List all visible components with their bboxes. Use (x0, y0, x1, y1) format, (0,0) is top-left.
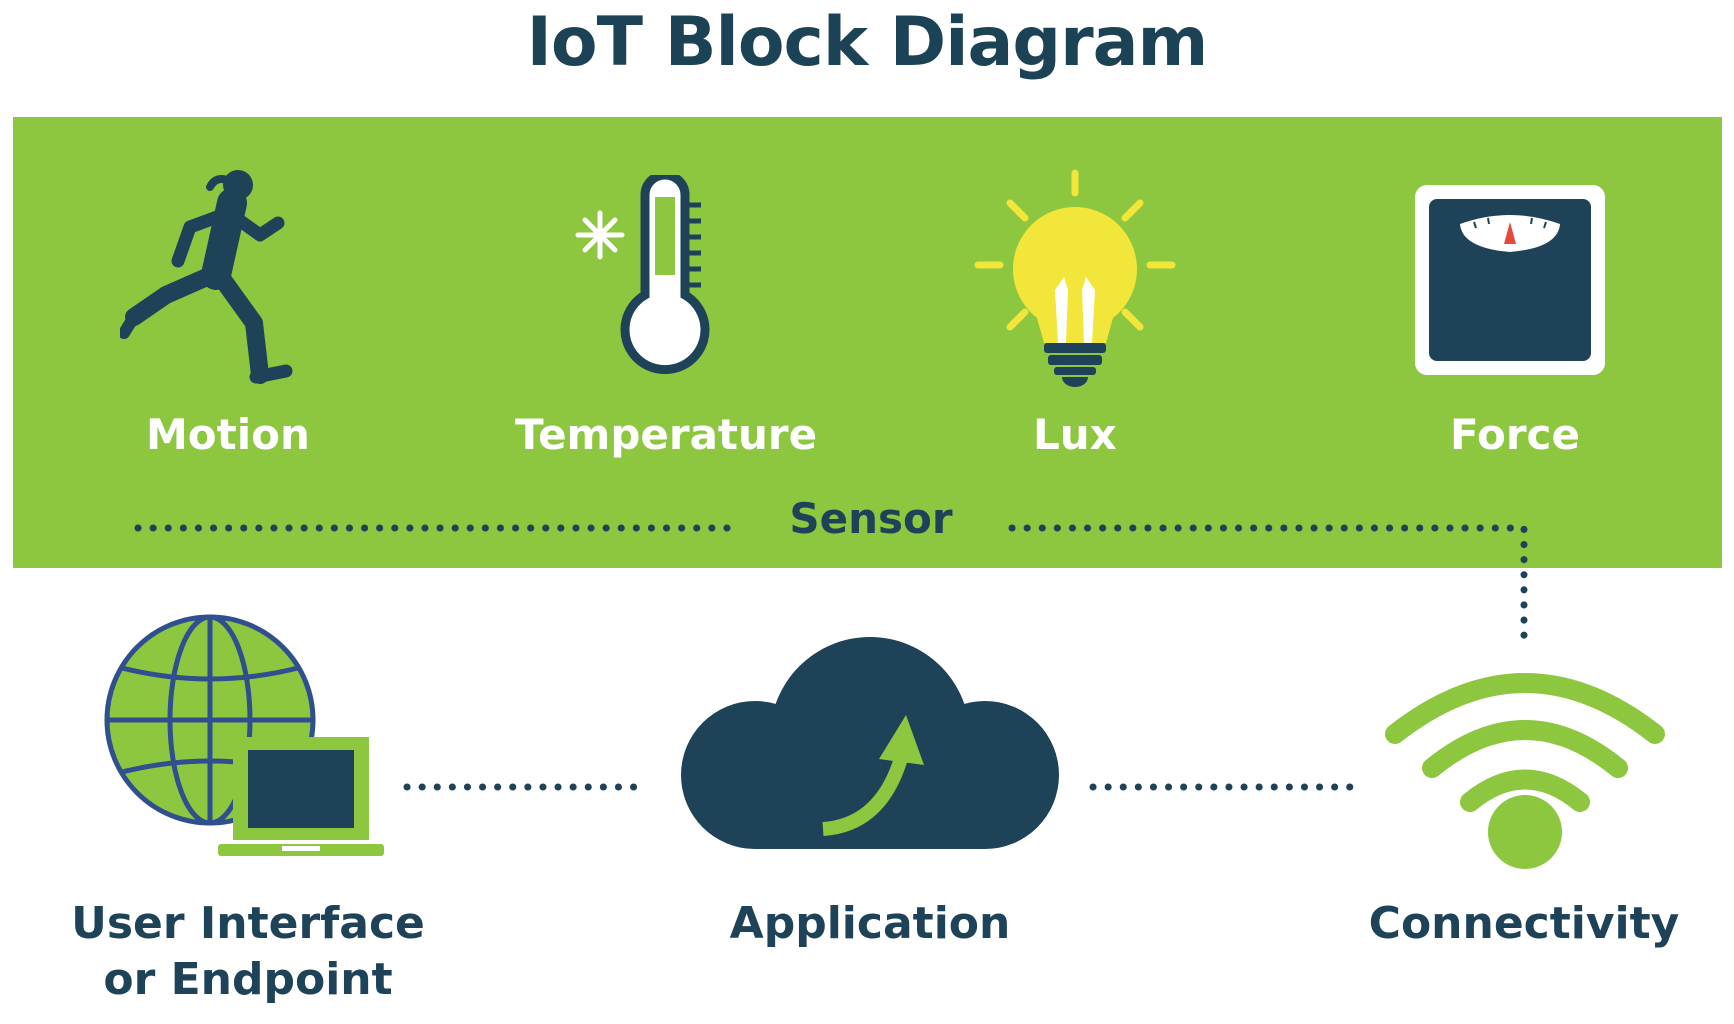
sensor-line-right (1008, 524, 1528, 644)
cloud-upload-icon (681, 637, 1059, 849)
block-label-user-interface-line-2: or Endpoint (103, 954, 393, 1005)
runner-icon (120, 170, 293, 384)
scale-icon (1415, 185, 1605, 375)
block-label-user-interface-line-1: User Interface (71, 898, 425, 949)
block-label-application: Application (730, 896, 1011, 952)
thermometer-icon (575, 175, 710, 375)
block-label-user-interface: User Interface or Endpoint (71, 896, 425, 1008)
diagram-title: IoT Block Diagram (526, 3, 1209, 82)
sensor-label-motion: Motion (146, 410, 310, 459)
sensor-label-lux: Lux (1033, 410, 1117, 459)
sensor-label-force: Force (1450, 410, 1580, 459)
block-label-connectivity-line-1: Connectivity (1368, 898, 1680, 949)
sensor-label-temperature: Temperature (515, 410, 818, 459)
globe-laptop-icon (104, 614, 384, 856)
sensor-band-label: Sensor (789, 494, 953, 543)
block-label-connectivity: Connectivity (1369, 896, 1680, 952)
light-bulb-icon (974, 169, 1176, 387)
block-label-application-line-1: Application (729, 898, 1011, 949)
wifi-icon (1385, 673, 1665, 869)
